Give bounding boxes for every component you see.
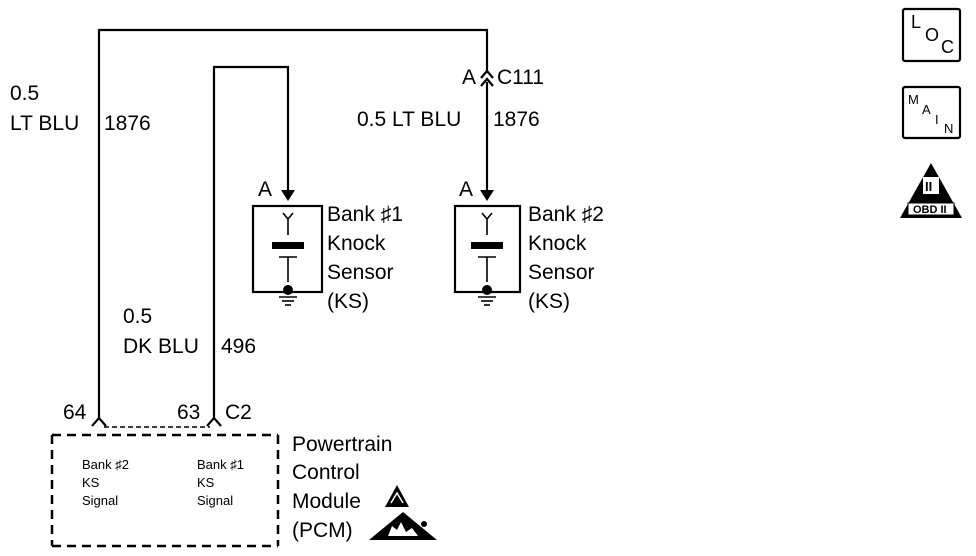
obd-roman: II [925, 179, 932, 194]
main-letter-n: N [944, 121, 953, 136]
sensor2-line4: (KS) [528, 290, 570, 313]
right-wire-gauge-color: 0.5 LT BLU [357, 108, 461, 131]
pcm-line3: Module [292, 490, 361, 513]
c2-pin-63: 63 [177, 401, 200, 424]
sensor1-pin: A [258, 178, 272, 201]
main-letter-m: M [908, 92, 919, 107]
main-letter-i: I [935, 112, 939, 127]
middle-wire-color: DK BLU [123, 335, 199, 358]
pcm-input2-line3: Signal [82, 493, 118, 508]
right-wire-circuit: 1876 [493, 108, 540, 131]
bank2-knock-sensor-symbol [453, 204, 522, 306]
pcm-box [50, 433, 280, 548]
esd-hand-icon [369, 512, 437, 540]
pcm-input1-line3: Signal [197, 493, 233, 508]
left-wire-circuit: 1876 [104, 112, 151, 135]
main-letter-a: A [922, 102, 931, 117]
pcm-input1-line2: KS [197, 475, 215, 490]
pcm-input1-line1: Bank ♯1 [197, 457, 244, 472]
c111-pin: A [462, 66, 476, 89]
c111-name: C111 [497, 66, 544, 89]
pcm-input2-line2: KS [82, 475, 100, 490]
loc-letter-c: C [941, 37, 954, 57]
middle-wire-circuit: 496 [221, 335, 256, 358]
sensor1-arrowhead [281, 190, 295, 201]
middle-wire-gauge: 0.5 [123, 305, 152, 328]
loc-letter-o: O [925, 25, 939, 45]
main-icon[interactable]: M A I N [901, 85, 962, 140]
pcm-line2: Control [292, 461, 360, 484]
loc-icon[interactable]: L O C [901, 7, 962, 63]
sensor1-line3: Sensor [327, 261, 394, 284]
obd-ii-icon[interactable]: II OBD II [900, 163, 962, 218]
sensor1-line2: Knock [327, 232, 386, 255]
pin-64-arrow [91, 416, 107, 427]
wire-lt-blu-1876-top [97, 28, 489, 418]
loc-letter-l: L [911, 12, 921, 32]
left-wire-gauge: 0.5 [10, 82, 39, 105]
c111-connector-symbol [480, 69, 494, 87]
pcm-line4: (PCM) [292, 519, 353, 542]
left-wire-color: LT BLU [10, 112, 79, 135]
c2-pin-64: 64 [63, 401, 87, 424]
esd-warning-icon [385, 485, 409, 507]
pcm-input2-line1: Bank ♯2 [82, 457, 129, 472]
pcm-line1: Powertrain [292, 433, 392, 456]
sensor1-line1: Bank ♯1 [327, 203, 403, 226]
sensor2-line1: Bank ♯2 [528, 203, 604, 226]
sensor1-line4: (KS) [327, 290, 369, 313]
wire-dk-blu-496 [212, 65, 290, 418]
bank1-knock-sensor-symbol [251, 204, 324, 306]
obd-text: OBD II [913, 204, 947, 216]
pin-63-arrow [206, 416, 222, 427]
sensor2-arrowhead [480, 190, 494, 201]
sensor2-line3: Sensor [528, 261, 595, 284]
c2-name: C2 [225, 401, 252, 424]
sensor2-pin: A [459, 178, 473, 201]
sensor2-line2: Knock [528, 232, 587, 255]
